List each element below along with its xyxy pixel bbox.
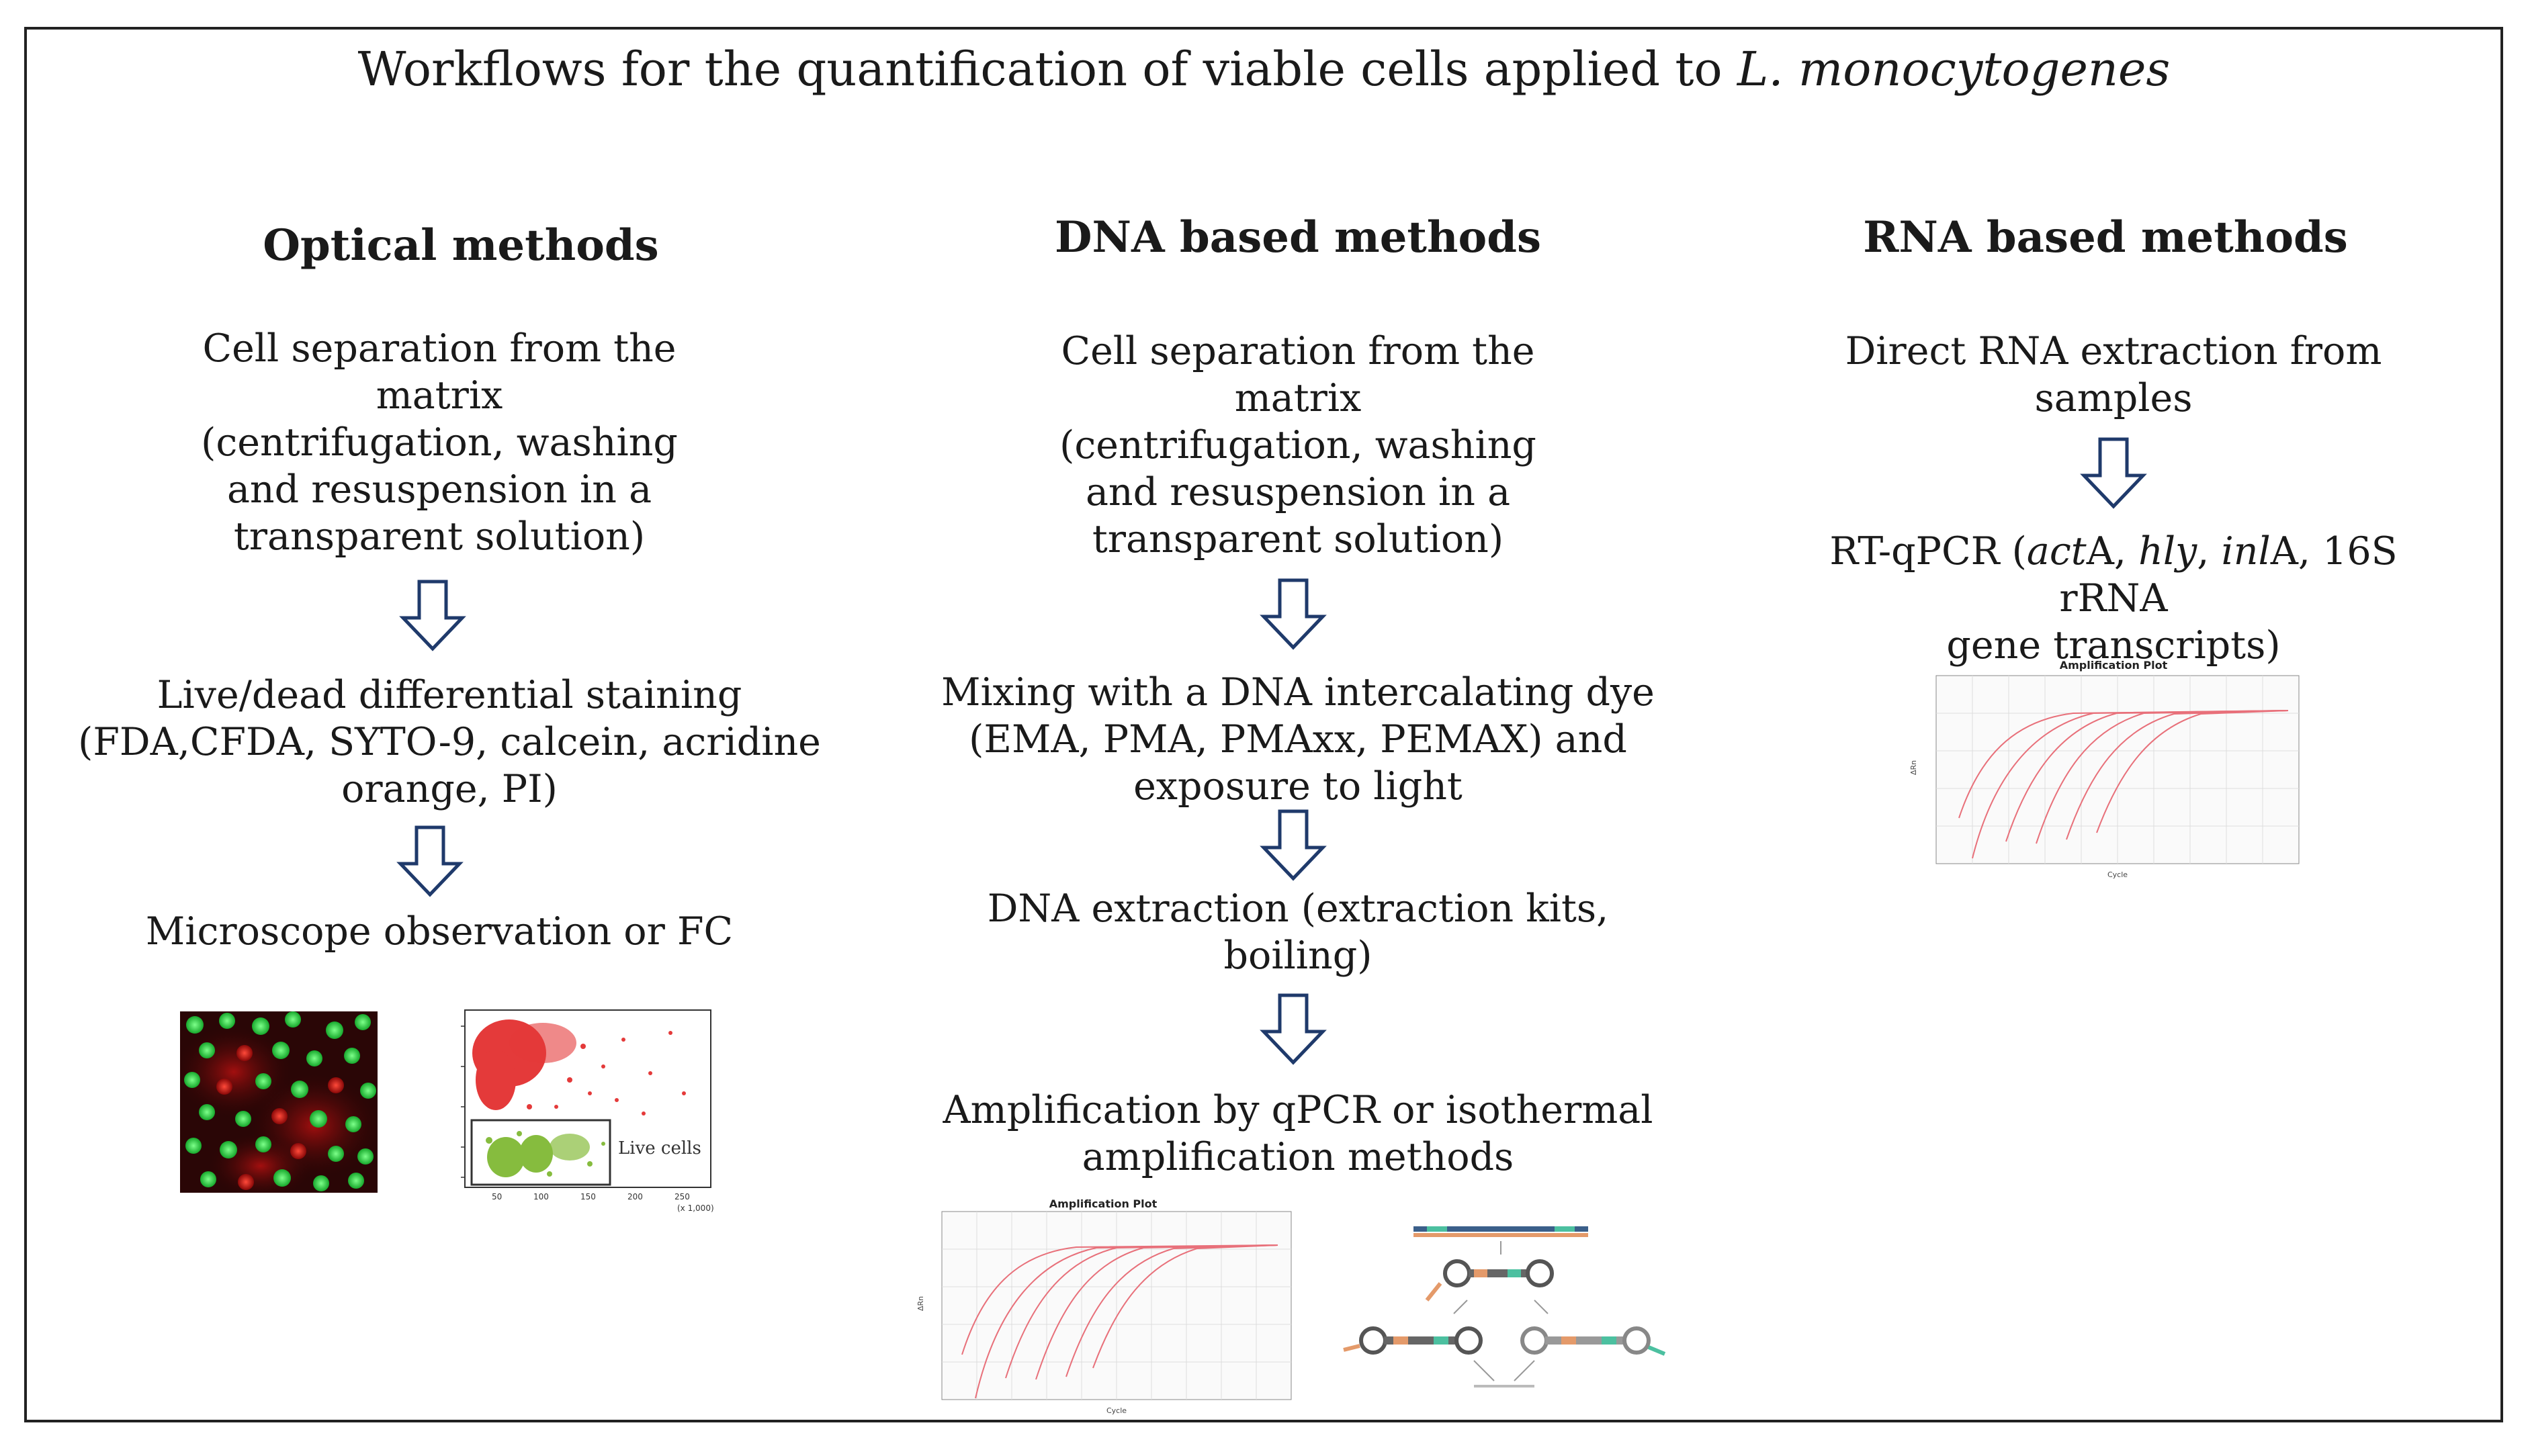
dna-methods-heading: DNA based methods (1055, 212, 1541, 263)
optical-step-cell-separation: Cell separation from the matrix (centrif… (201, 326, 678, 559)
isothermal-amplification-diagram (1340, 1220, 1682, 1408)
svg-text:200: 200 (627, 1192, 643, 1201)
svg-text:Live cells: Live cells (618, 1138, 701, 1158)
fluorescence-micrograph (180, 1011, 378, 1193)
down-arrow-icon (1260, 809, 1327, 882)
rna-step-extraction: Direct RNA extraction from samples (1845, 329, 2382, 420)
optical-methods-heading: Optical methods (263, 220, 659, 271)
flow-cytometry-plot: Live cells 50 100 150 200 250 (x 1,000) (449, 1006, 717, 1221)
dna-step-amplification: Amplification by qPCR or isothermal ampl… (943, 1088, 1653, 1179)
down-arrow-icon (399, 579, 466, 653)
svg-text:Amplification Plot: Amplification Plot (2060, 659, 2168, 672)
down-arrow-icon (1260, 993, 1327, 1066)
dna-step-extraction: DNA extraction (extraction kits, boiling… (987, 886, 1609, 978)
svg-text:ΔRn: ΔRn (1909, 760, 1918, 775)
svg-text:Amplification Plot: Amplification Plot (1049, 1197, 1158, 1210)
down-arrow-icon (1260, 578, 1327, 651)
svg-text:Cycle: Cycle (2107, 870, 2128, 879)
dna-step-cell-separation: Cell separation from the matrix (centrif… (1059, 329, 1536, 561)
down-arrow-icon (396, 825, 464, 899)
down-arrow-icon (2080, 437, 2147, 510)
optical-step-staining: Live/dead differential staining (FDA,CFD… (78, 673, 821, 811)
optical-step-observation: Microscope observation or FC (145, 909, 734, 954)
svg-text:150: 150 (580, 1192, 596, 1201)
dna-step-intercalating-dye: Mixing with a DNA intercalating dye (EMA… (941, 670, 1655, 809)
rtqpcr-amplification-plot: Amplification Plot Cycle ΔRn (1905, 657, 2308, 885)
svg-text:Cycle: Cycle (1106, 1406, 1127, 1415)
rna-step-rt-qpcr: RT-qPCR (actA, hly, inlA, 16S rRNA gene … (1829, 529, 2398, 668)
svg-text:100: 100 (533, 1192, 549, 1201)
qpcr-amplification-plot: Amplification Plot Cycle ΔRn (915, 1197, 1298, 1418)
figure-frame (24, 27, 2503, 1422)
svg-text:50: 50 (492, 1192, 502, 1201)
svg-text:(x 1,000): (x 1,000) (677, 1203, 714, 1213)
rna-methods-heading: RNA based methods (1863, 212, 2348, 263)
figure-title: Workflows for the quantification of viab… (357, 42, 2171, 97)
svg-text:250: 250 (674, 1192, 690, 1201)
svg-text:ΔRn: ΔRn (916, 1296, 925, 1311)
